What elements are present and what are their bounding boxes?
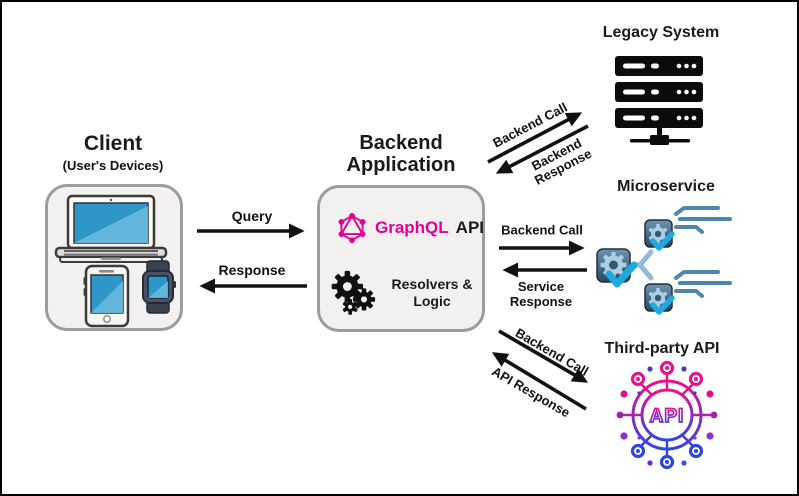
thirdparty-api-title: Third-party API [604,340,720,357]
api-response-arrow [491,352,587,411]
server-rack-icon [615,56,703,145]
api-icon-text: API [650,406,685,427]
client-subtitle: (User's Devices) [62,158,164,173]
graphql-row: GraphQL API [336,212,484,244]
api-call-arrow [498,329,589,383]
check-icon [605,261,638,288]
micro-response-label: Service Response [509,279,573,309]
graphql-label: GraphQL [375,218,449,237]
service-box-top [644,219,675,251]
client-box [45,184,183,331]
graphql-logo-icon [338,212,366,244]
microservice-icon [596,206,732,315]
legacy-system-title: Legacy System [602,24,720,41]
check-icon [650,231,675,251]
backend-box: GraphQL API [317,185,485,332]
laptop-icon [54,194,168,263]
legacy-response-arrow [495,124,589,174]
backend-title: Backend Application [346,132,456,176]
gears-icon [331,270,376,315]
smartphone-icon [83,264,130,328]
micro-call-label: Backend Call [501,222,583,238]
legacy-call-arrow [487,112,583,164]
client-title: Client [83,132,143,155]
resolvers-row: Resolvers & Logic [328,270,484,316]
service-box-bottom [644,283,675,315]
check-icon [650,295,675,315]
client-devices-icon [54,194,176,328]
api-hub-icon: API [616,360,718,470]
microservice-title: Microservice [617,178,715,195]
service-box-main [596,248,638,288]
response-label: Response [218,262,286,278]
resolvers-label: Resolvers & Logic [391,276,473,309]
query-label: Query [231,208,273,224]
smartwatch-icon [142,260,176,314]
graphql-api-label: API [455,218,485,237]
